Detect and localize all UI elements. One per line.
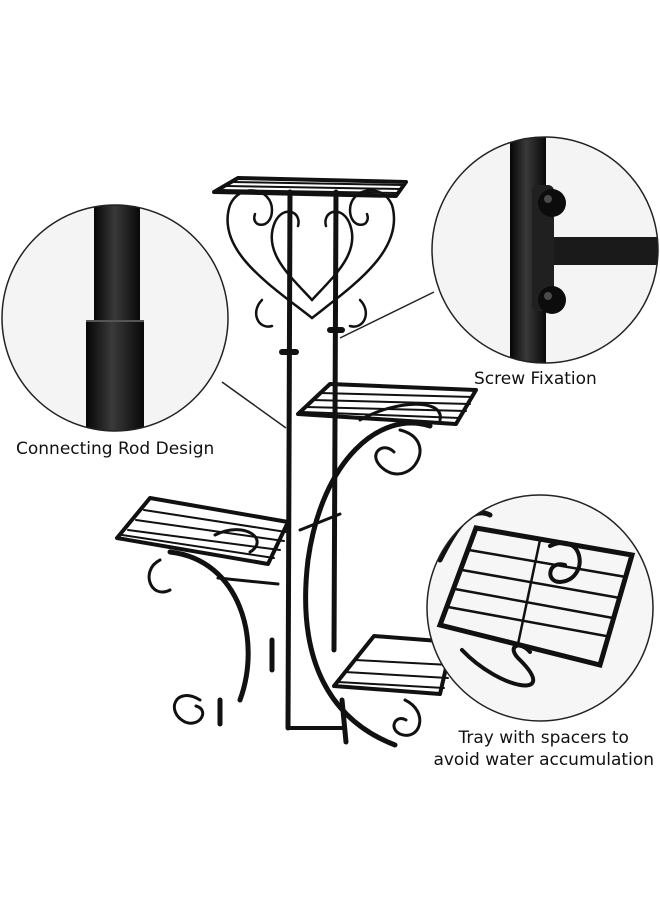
middle-tray [296, 382, 478, 426]
leader-line-rod [221, 381, 287, 429]
tray-detail-callout [426, 494, 654, 722]
left-tray [115, 496, 290, 566]
screw-fixation-caption: Screw Fixation [474, 369, 597, 389]
tray-spacers-caption: Tray with spacers to avoid water accumul… [433, 727, 654, 771]
connecting-rod-callout [1, 204, 229, 432]
tray-caption-line-1: Tray with spacers to [458, 728, 629, 748]
connecting-rod-caption: Connecting Rod Design [16, 439, 215, 459]
top-tray [212, 176, 408, 198]
tray-caption-line-2: avoid water accumulation [433, 750, 654, 770]
screw-fixation-callout [431, 136, 659, 364]
leader-line-screw [339, 291, 435, 339]
heart-scroll [226, 189, 396, 328]
